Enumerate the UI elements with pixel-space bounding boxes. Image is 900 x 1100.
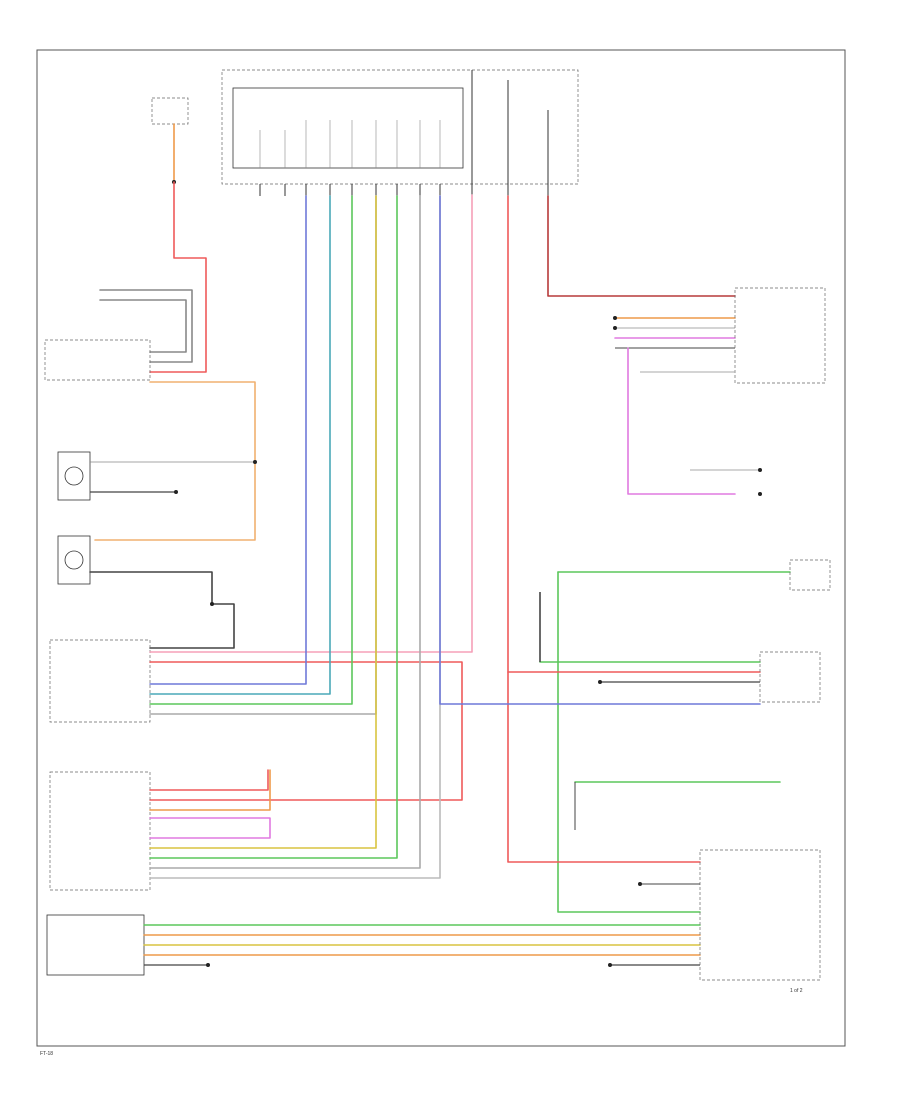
wire-magenta-rf [149,817,271,839]
tipm-module [221,69,579,185]
right-front-lamp-module [49,771,151,891]
wire-orange-fog [94,381,256,541]
page-code: 1 of 2 [790,988,803,994]
footer-code: FT-18 [40,1051,53,1057]
wire-red-mid [507,195,701,863]
wire-red-rf [149,769,269,791]
wire-orange-rf [149,769,271,811]
left-fog-lamp [57,535,91,585]
tipm-pins [259,184,549,196]
body-control-module [699,849,821,981]
wire-green-lf [149,195,353,705]
wire-orange-left [149,181,207,373]
headlamp-switch [46,914,145,976]
wire-darkred-right [547,195,736,297]
wire-blue-lf [149,195,307,685]
page-frame [36,49,846,1047]
right-upper-module [789,559,831,591]
tipm-fuse-verticals [259,70,549,184]
wire-blue-right [439,195,761,705]
left-front-lamp-module [49,639,151,723]
right-mid-module [759,651,821,703]
wire-magenta-down [627,347,736,495]
left-module-1 [44,339,151,381]
wire-gray-left [99,289,193,363]
wire-teal-lf [149,195,331,695]
right-fog-lamp [57,451,91,501]
wire-pink-lf [149,194,473,653]
top-left-connector [151,97,189,125]
ac-heater-module [734,287,826,384]
relay-block [232,87,464,169]
